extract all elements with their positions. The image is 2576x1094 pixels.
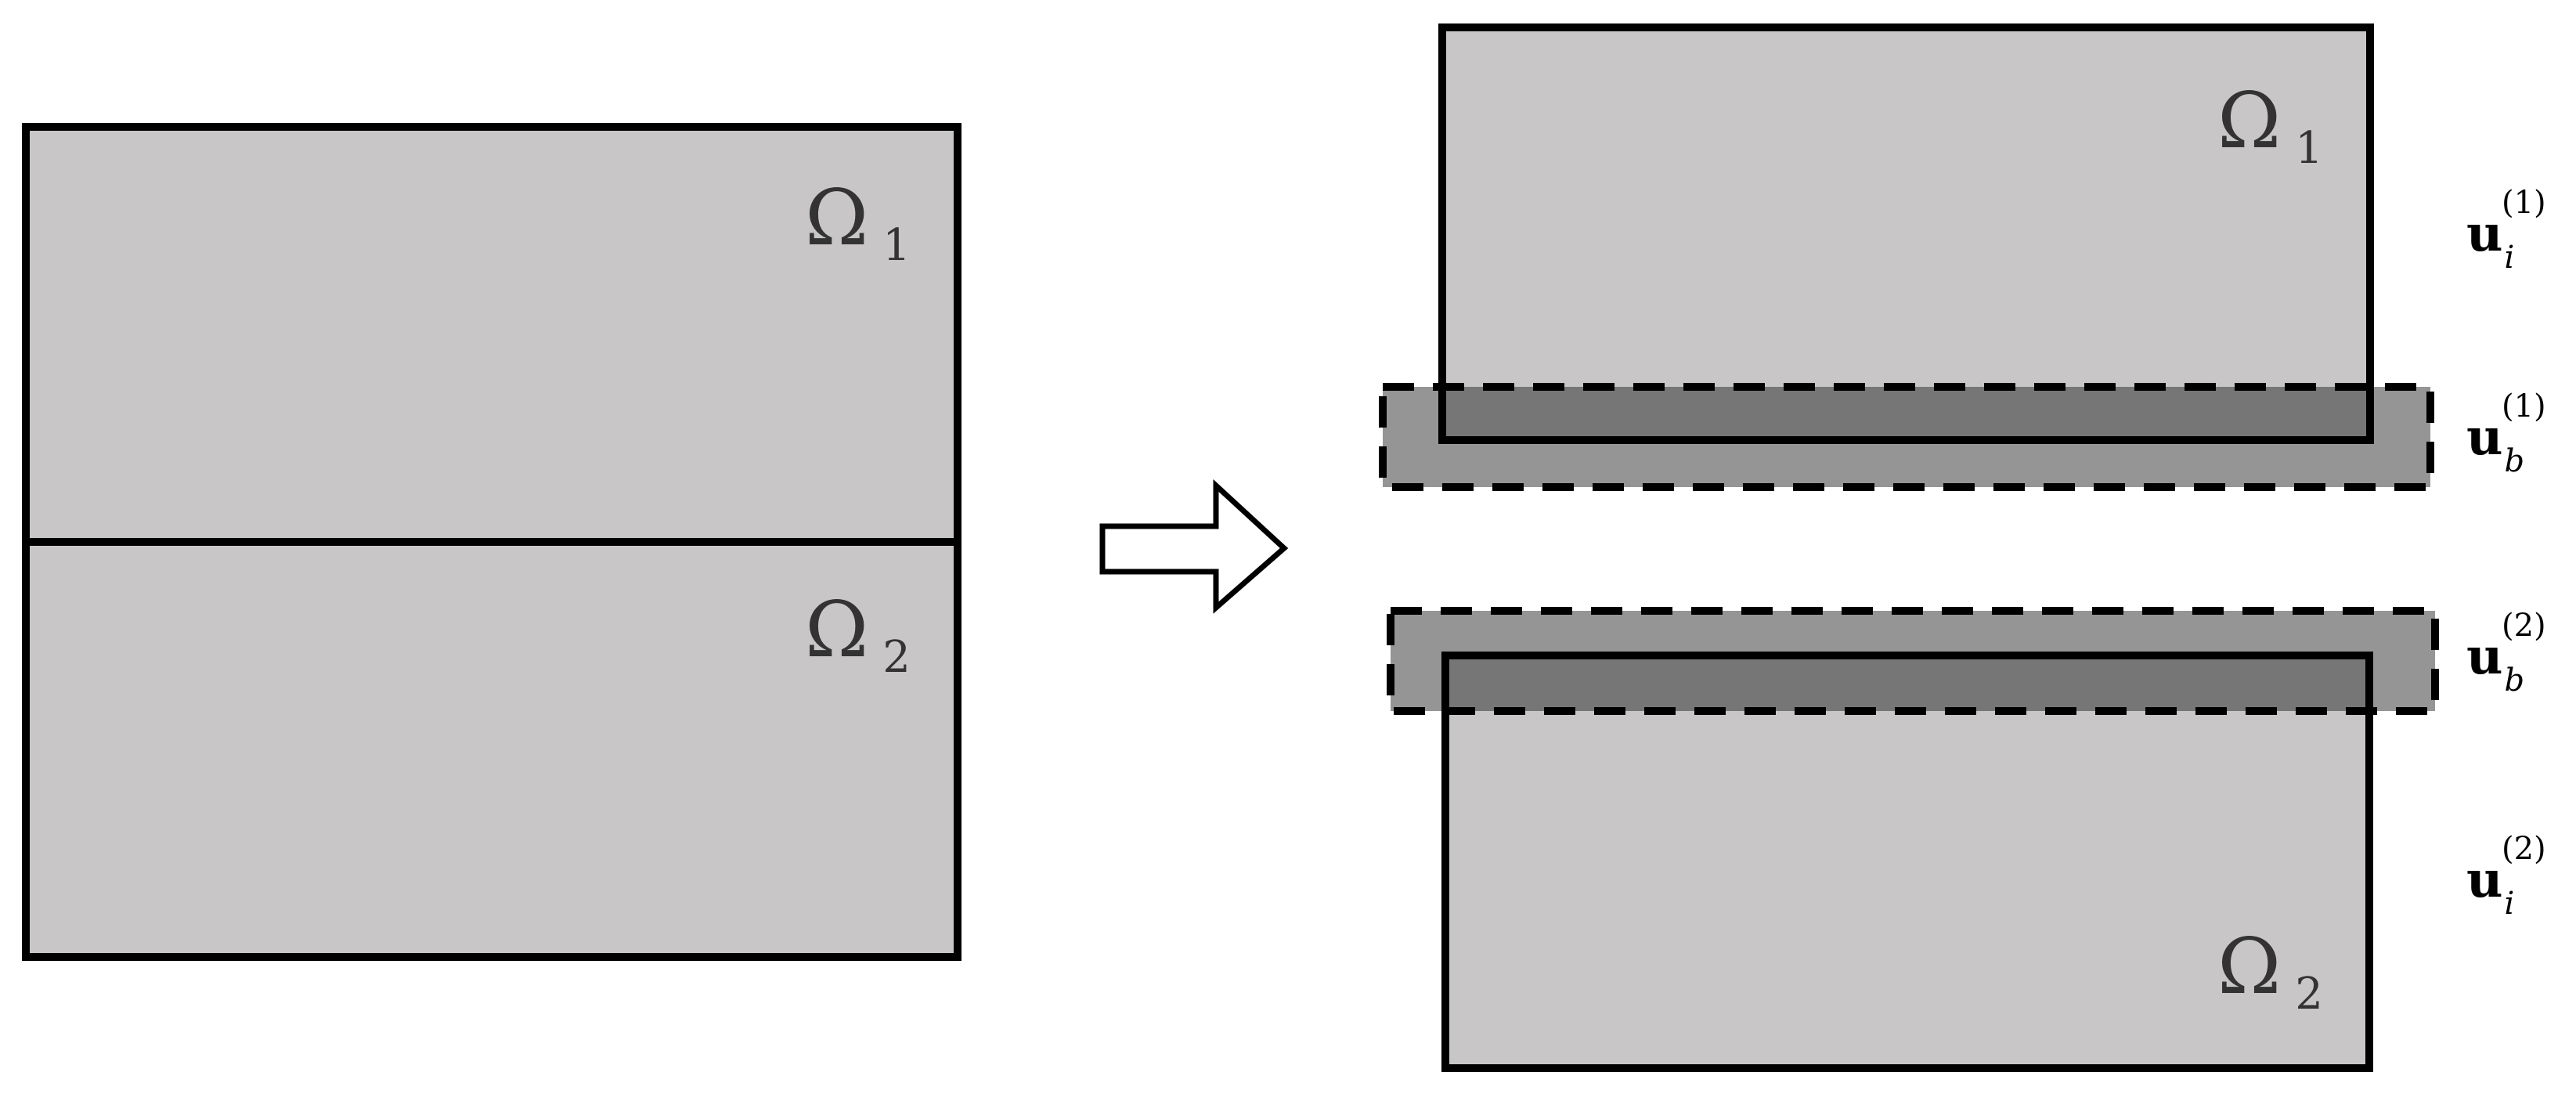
label-ub2: ub — [2466, 627, 2524, 699]
label-ub1: ub — [2466, 408, 2524, 479]
left-bottom-subdomain — [22, 538, 961, 961]
right-bottom-subdomain-outline — [1441, 652, 2373, 1072]
label-ub1-sup: (1) — [2502, 388, 2546, 424]
bottom-overlap-dashed-border — [1387, 607, 2439, 715]
top-overlap-inner — [1442, 387, 2370, 440]
variable-labels: ui (1) ub (1) ub (2) ui (2) — [2466, 185, 2546, 922]
label-ui2-sup: (2) — [2502, 831, 2546, 867]
bottom-overlap-inner — [1445, 655, 2369, 711]
top-overlap-dashed-border — [1379, 383, 2434, 491]
label-ui2: ui — [2466, 850, 2514, 922]
label-ub2-sup: (2) — [2502, 608, 2546, 644]
label-ui1-sup: (1) — [2502, 185, 2546, 221]
label-ui1: ui — [2466, 204, 2514, 276]
right-arrow-icon — [1099, 479, 1289, 614]
right-top-subdomain-outline — [1438, 23, 2374, 444]
left-top-subdomain — [22, 123, 961, 546]
